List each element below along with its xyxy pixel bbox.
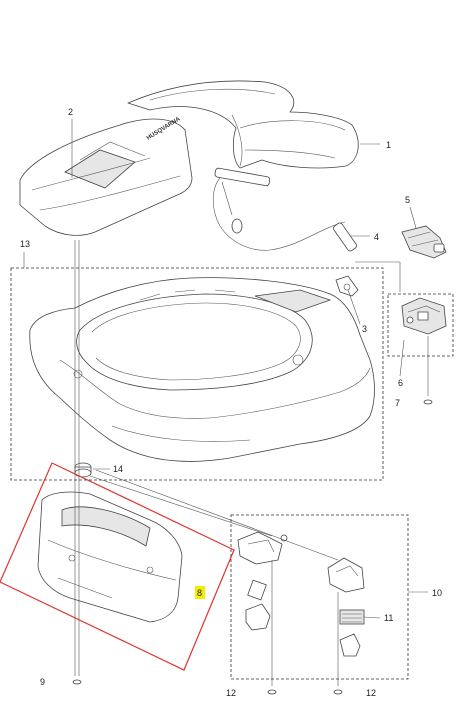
part-10-latch-right[interactable] (327, 557, 365, 593)
part-12-screw-left[interactable] (267, 560, 277, 695)
part-12-screw-right[interactable] (333, 592, 343, 695)
assembly-box-6 (387, 293, 454, 357)
callout-13: 13 (20, 239, 30, 249)
part-11-label-plate[interactable] (339, 609, 365, 625)
callout-2: 2 (68, 107, 73, 117)
part-2-body-cover[interactable]: HUSQVARNA (19, 116, 193, 236)
callout-12-right: 12 (366, 688, 376, 698)
part-6-control-unit[interactable] (401, 297, 447, 335)
callout-14: 14 (113, 464, 123, 474)
callout-8: 8 (197, 588, 202, 598)
part-13-chassis[interactable] (29, 277, 375, 462)
part-10-latch-left[interactable] (237, 531, 288, 565)
leader-lines (23, 119, 428, 619)
callout-3: 3 (362, 324, 367, 334)
part-5-connector[interactable] (401, 225, 447, 259)
callout-7: 7 (395, 398, 400, 408)
selection-frame (0, 462, 235, 671)
part-8-bumper[interactable] (37, 491, 183, 623)
part-10-latch-left-lower[interactable] (245, 579, 271, 631)
part-9-screw[interactable] (72, 240, 82, 685)
callout-10: 10 (432, 588, 442, 598)
callout-8-highlight (195, 586, 205, 599)
part-1-cover-shell[interactable] (127, 80, 359, 169)
part-4-cable-assembly[interactable] (212, 167, 357, 252)
assembly-box-10 (230, 514, 409, 680)
callout-6: 6 (398, 378, 403, 388)
callout-1: 1 (386, 140, 391, 150)
callout-9: 9 (40, 677, 45, 687)
assembly-box-13 (10, 267, 384, 481)
part-3-bracket[interactable] (335, 275, 359, 297)
part-10-latch-right-lower[interactable] (339, 633, 361, 657)
callout-12-left: 12 (226, 688, 236, 698)
callout-4: 4 (374, 232, 379, 242)
callout-5: 5 (405, 195, 410, 205)
callout-11: 11 (384, 613, 393, 623)
part-7-screw[interactable] (423, 336, 433, 405)
